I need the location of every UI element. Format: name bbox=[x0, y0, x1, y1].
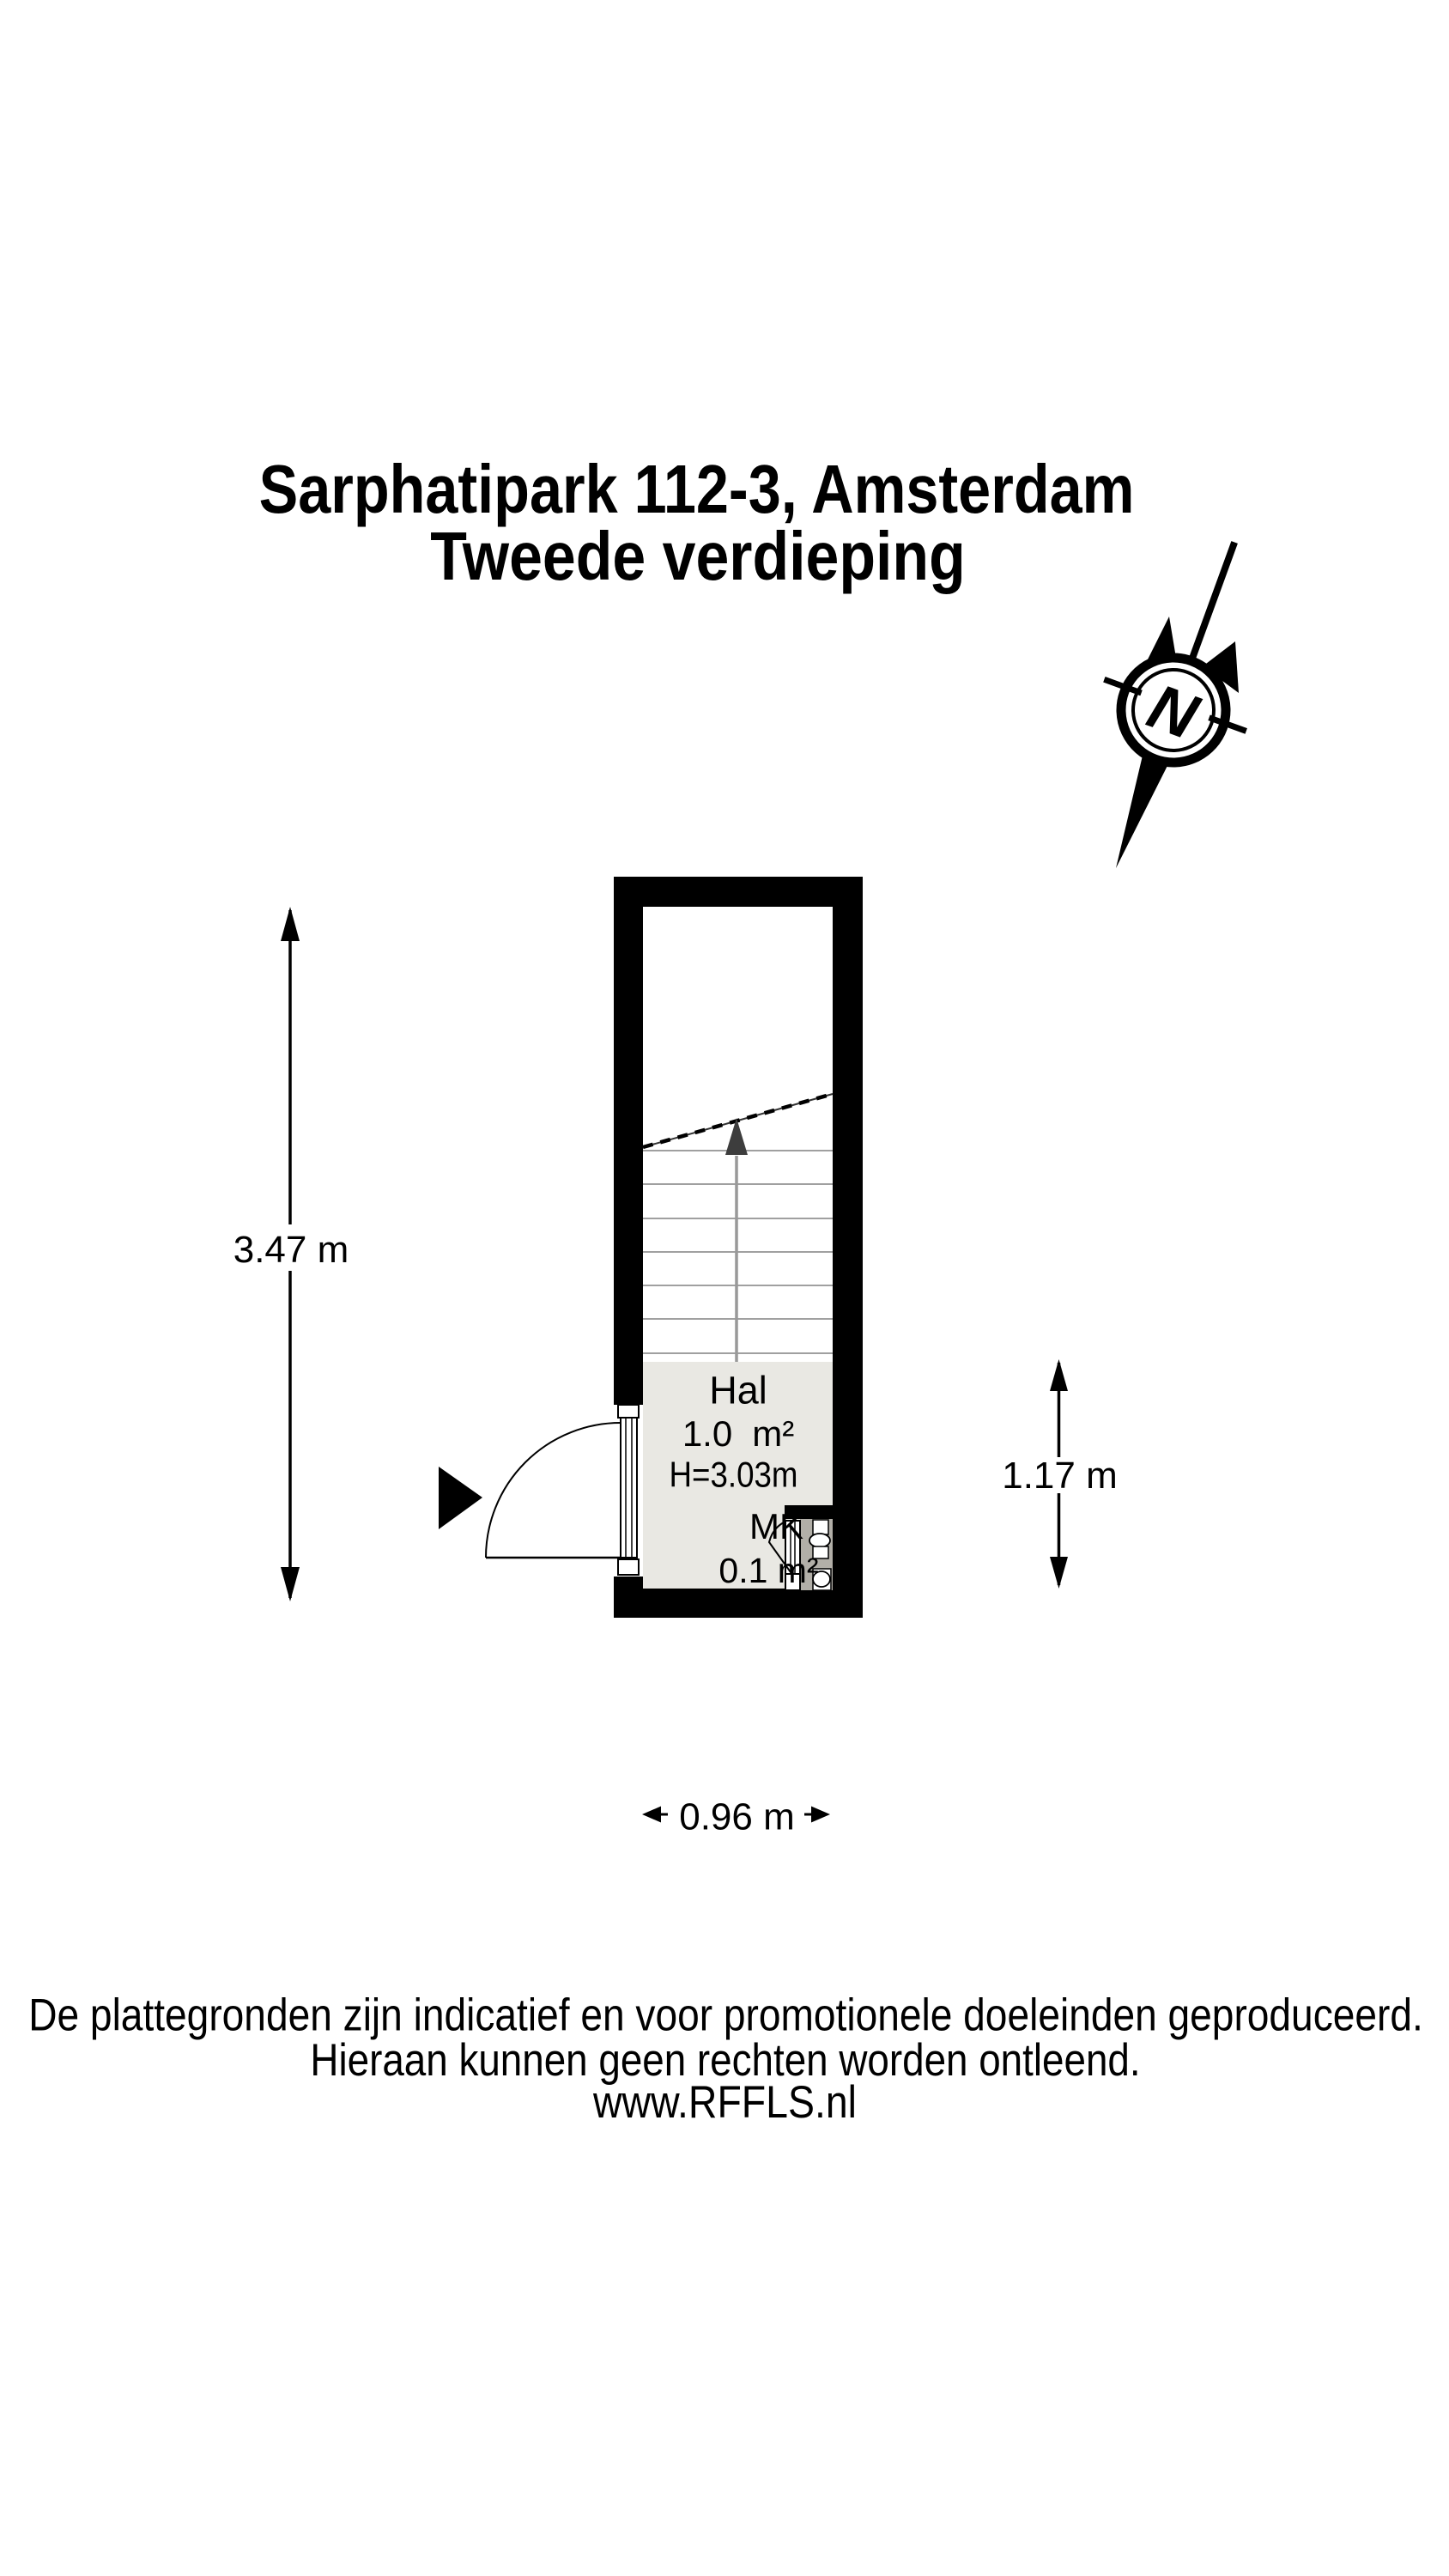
svg-text:Tweede verdieping: Tweede verdieping bbox=[430, 518, 965, 594]
svg-text:1.17 m: 1.17 m bbox=[1002, 1455, 1118, 1497]
svg-text:Hieraan kunnen geen rechten wo: Hieraan kunnen geen rechten worden ontle… bbox=[310, 2035, 1140, 2086]
svg-text:0.96 m: 0.96 m bbox=[679, 1796, 795, 1838]
svg-text:www.RFFLS.nl: www.RFFLS.nl bbox=[592, 2076, 857, 2128]
svg-text:MK: MK bbox=[749, 1506, 803, 1546]
svg-text:Hal: Hal bbox=[709, 1369, 767, 1413]
svg-text:Sarphatipark 112-3, Amsterdam: Sarphatipark 112-3, Amsterdam bbox=[259, 451, 1135, 527]
svg-text:De plattegronden zijn indicati: De plattegronden zijn indicatief en voor… bbox=[28, 1989, 1423, 2040]
svg-text:3.47 m: 3.47 m bbox=[233, 1229, 349, 1271]
svg-text:H=3.03m: H=3.03m bbox=[669, 1455, 797, 1495]
svg-text:0.1 m²: 0.1 m² bbox=[718, 1551, 818, 1590]
